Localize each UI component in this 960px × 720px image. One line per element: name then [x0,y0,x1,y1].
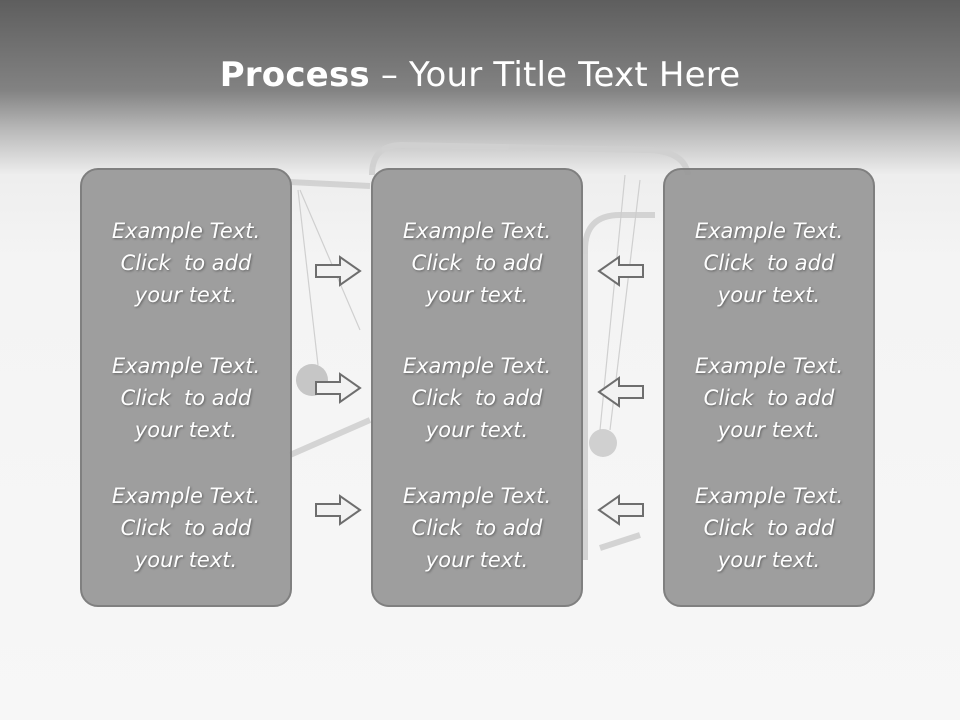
text-line: Example Text. [111,354,261,378]
text-line: your text. [717,548,821,572]
arrow-left-icon[interactable] [597,376,645,408]
text-line: your text. [134,548,238,572]
arrow-left-icon[interactable] [597,494,645,526]
text-line: your text. [717,418,821,442]
text-line: your text. [425,548,529,572]
text-line: Example Text. [694,484,844,508]
arrow-right-icon[interactable] [314,255,362,287]
text-line: Example Text. [402,484,552,508]
text-line: Example Text. [111,219,261,243]
text-line: Click to add [120,386,252,410]
text-block[interactable]: Example Text. Click to add your text. [82,350,290,446]
title-rest: – Your Title Text Here [369,55,741,95]
text-line: Example Text. [694,354,844,378]
text-block[interactable]: Example Text. Click to add your text. [82,480,290,576]
arrow-right-icon[interactable] [314,372,362,404]
process-panel-middle[interactable]: Example Text. Click to add your text. Ex… [371,168,583,607]
process-panel-left[interactable]: Example Text. Click to add your text. Ex… [80,168,292,607]
text-block[interactable]: Example Text. Click to add your text. [665,215,873,311]
text-line: Click to add [703,516,835,540]
text-line: Example Text. [402,354,552,378]
text-line: Click to add [411,386,543,410]
text-line: Click to add [703,251,835,275]
text-line: your text. [134,418,238,442]
arrow-left-icon[interactable] [597,255,645,287]
text-block[interactable]: Example Text. Click to add your text. [373,480,581,576]
text-line: Click to add [120,251,252,275]
text-block[interactable]: Example Text. Click to add your text. [82,215,290,311]
text-line: your text. [425,283,529,307]
text-line: your text. [717,283,821,307]
text-block[interactable]: Example Text. Click to add your text. [665,350,873,446]
process-panel-right[interactable]: Example Text. Click to add your text. Ex… [663,168,875,607]
text-line: Click to add [703,386,835,410]
text-line: Example Text. [694,219,844,243]
text-block[interactable]: Example Text. Click to add your text. [373,350,581,446]
text-block[interactable]: Example Text. Click to add your text. [665,480,873,576]
text-line: Example Text. [402,219,552,243]
text-line: Click to add [411,251,543,275]
arrow-right-icon[interactable] [314,494,362,526]
text-line: Example Text. [111,484,261,508]
title-bold: Process [219,55,370,95]
text-line: your text. [425,418,529,442]
text-block[interactable]: Example Text. Click to add your text. [373,215,581,311]
text-line: Click to add [120,516,252,540]
slide-title[interactable]: Process – Your Title Text Here [0,52,960,98]
text-line: your text. [134,283,238,307]
text-line: Click to add [411,516,543,540]
